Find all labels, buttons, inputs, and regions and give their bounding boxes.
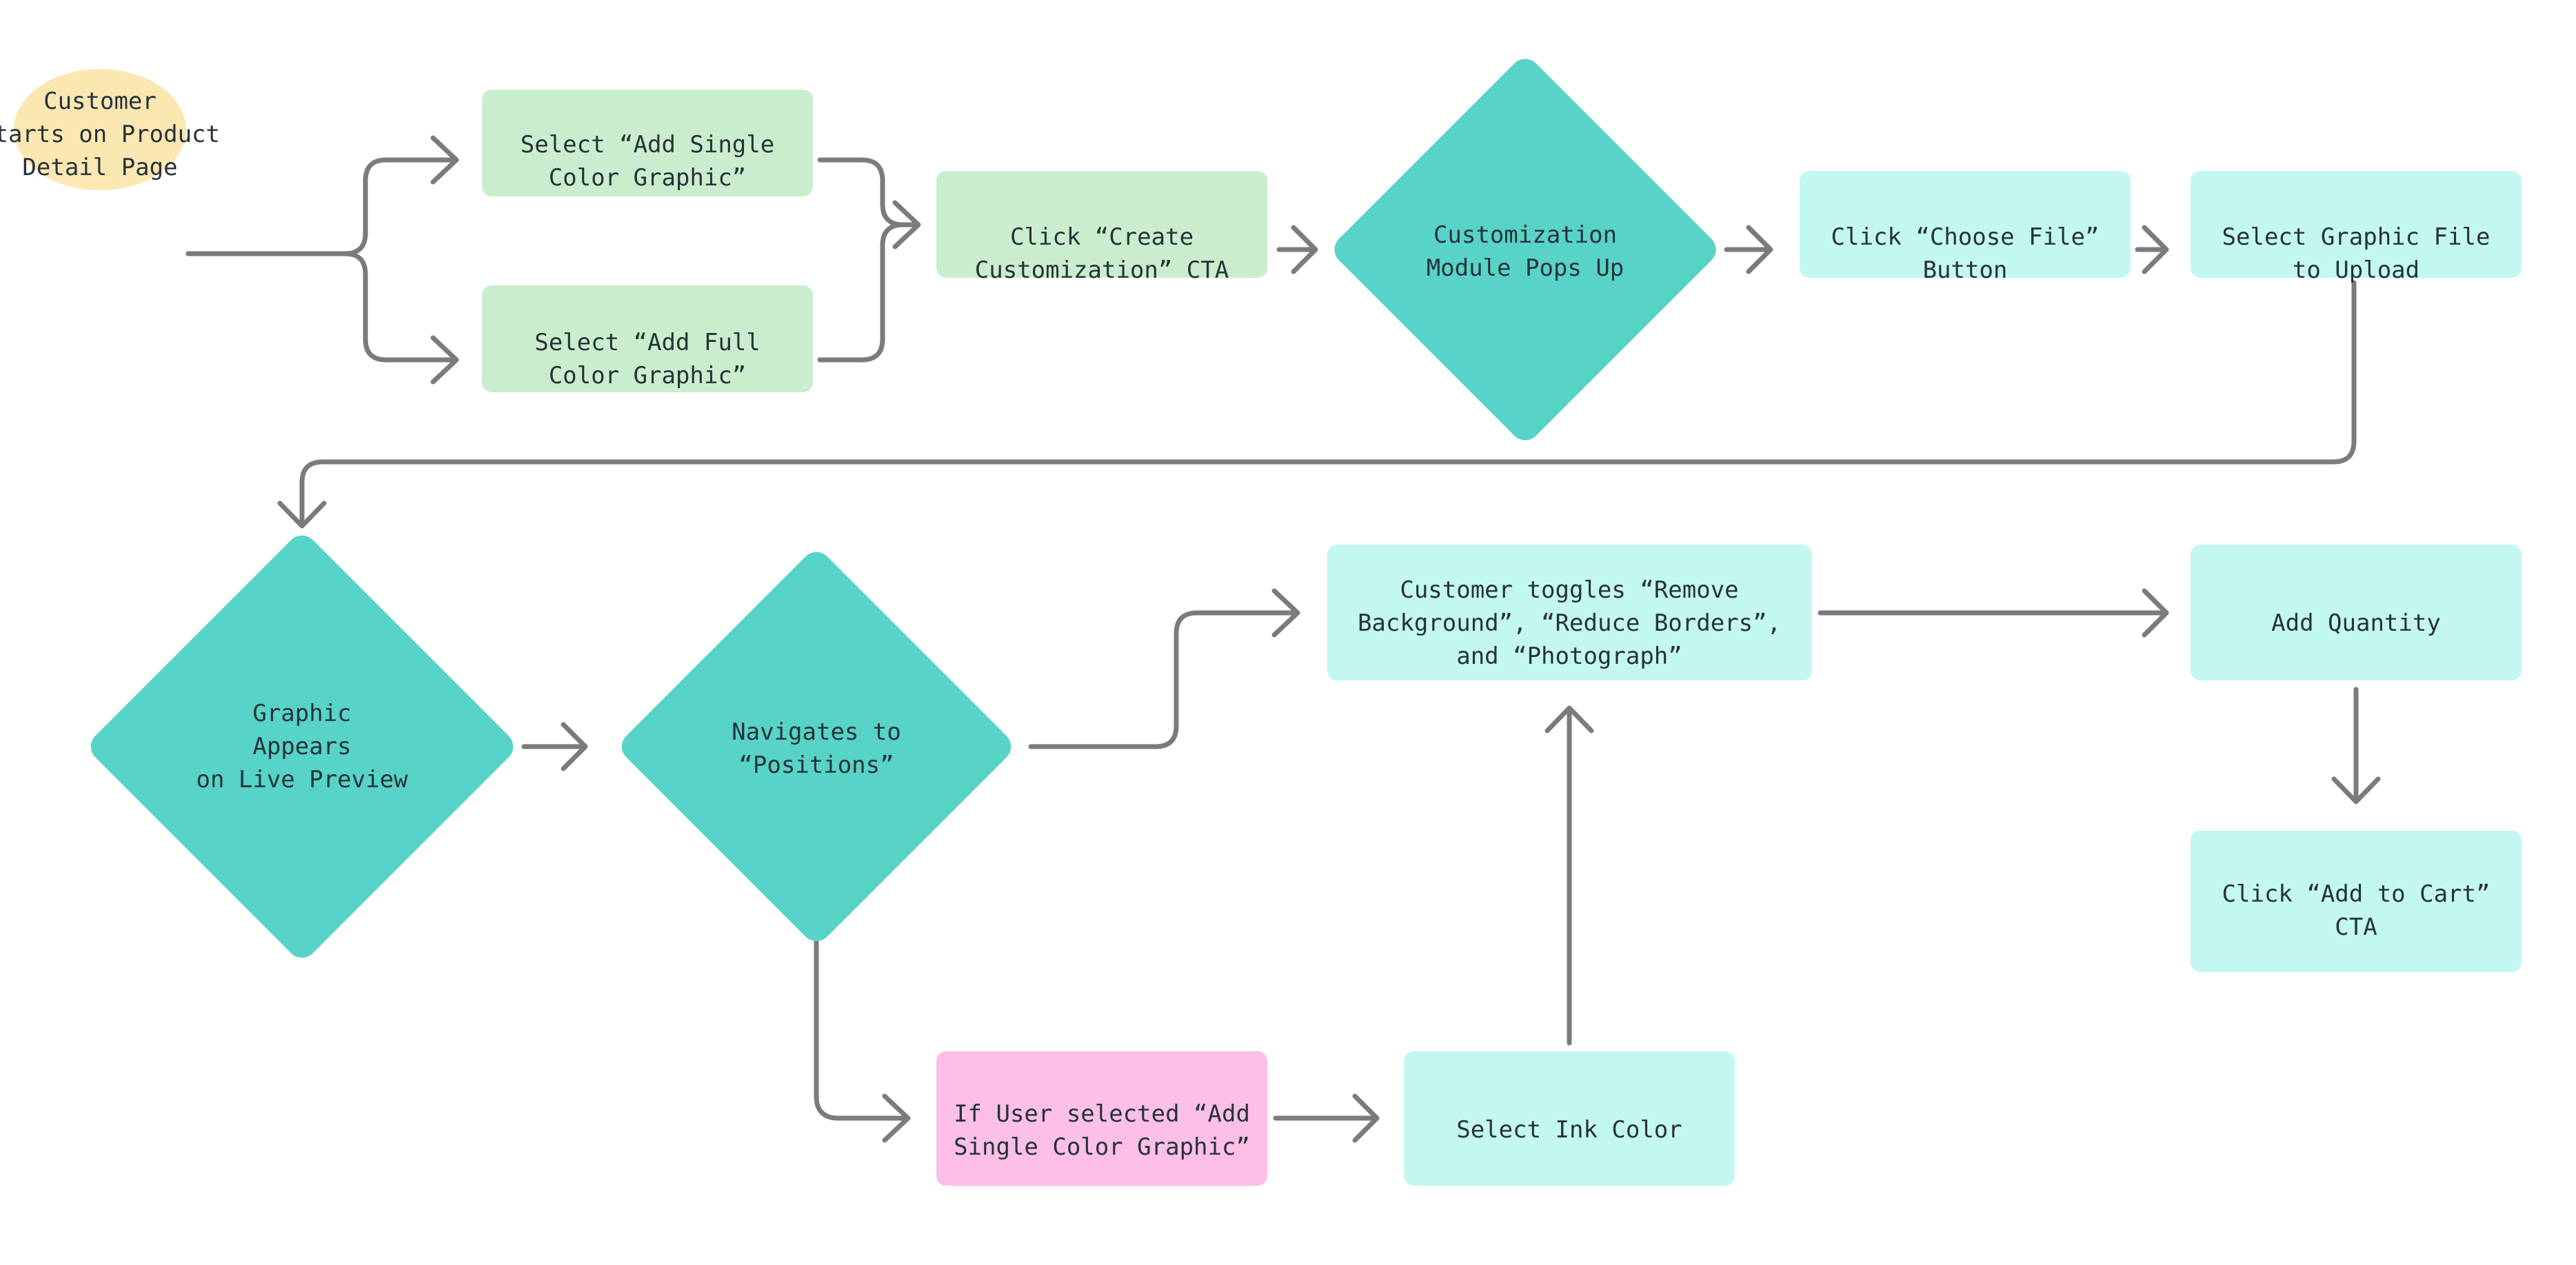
node-label-line: Background”, “Reduce Borders”,: [1358, 609, 1781, 637]
node-label-line: Appears: [252, 733, 351, 760]
node-if-user-selected-add-single-color-graphic[interactable]: If User selected “Add Single Color Graph…: [936, 1051, 1267, 1186]
nodes-layer: Customer Starts on Product Detail Page S…: [0, 52, 2522, 1186]
node-rect-shape: [936, 171, 1267, 278]
node-add-quantity[interactable]: Add Quantity: [2191, 545, 2522, 680]
node-select-ink-color[interactable]: Select Ink Color: [1404, 1051, 1735, 1186]
node-label-line: Color Graphic”: [549, 362, 747, 389]
node-label-line: Select “Add Single: [521, 131, 774, 159]
node-click-add-to-cart-cta[interactable]: Click “Add to Cart” CTA: [2191, 831, 2522, 972]
node-label-line: and “Photograph”: [1456, 642, 1682, 670]
node-rect-shape: [1800, 171, 2131, 278]
node-label-line: Detail Page: [22, 154, 177, 181]
node-rect-shape: [936, 1051, 1267, 1186]
node-customer-toggles-options[interactable]: Customer toggles “Remove Background”, “R…: [1327, 545, 1812, 680]
edge-module-to-choose-file: [1724, 225, 1773, 274]
node-label-line: Module Pops Up: [1427, 254, 1624, 282]
node-graphic-appears-on-live-preview[interactable]: Graphic Appears on Live Preview: [85, 529, 520, 964]
edge-navigates-to-customer-toggles: [1028, 588, 1300, 749]
edge-customer-toggles-to-add-quantity: [1818, 588, 2169, 638]
edge-full-color-to-create-customization: [817, 222, 920, 363]
node-rect-shape: [1404, 1051, 1735, 1186]
start-ellipse-shape: [14, 69, 186, 190]
node-label-line: If User selected “Add: [954, 1100, 1250, 1128]
node-label-line: Customization: [1433, 221, 1617, 249]
node-label-line: Add Quantity: [2271, 609, 2441, 637]
node-label-line: “Positions”: [738, 751, 894, 779]
node-navigates-to-positions[interactable]: Navigates to “Positions”: [616, 546, 1018, 948]
node-label-line: Select “Add Full: [534, 329, 761, 356]
edge-start-to-single-color: [185, 135, 459, 256]
node-select-add-single-color-graphic[interactable]: Select “Add Single Color Graphic”: [482, 90, 813, 196]
node-label-line: Starts on Product: [0, 121, 220, 148]
node-rect-shape: [2191, 831, 2522, 972]
node-select-graphic-file-to-upload[interactable]: Select Graphic File to Upload: [2191, 171, 2522, 284]
node-label-line: Customer toggles “Remove: [1400, 576, 1738, 604]
node-click-choose-file-button[interactable]: Click “Choose File” Button: [1800, 171, 2131, 284]
edge-select-graphic-to-graphic-appears: [277, 280, 2357, 529]
node-label-line: Navigates to: [732, 718, 901, 746]
edge-select-ink-color-to-customer-toggles: [1544, 705, 1594, 1046]
node-label-line: to Upload: [2293, 256, 2419, 284]
edge-choose-file-to-select-graphic: [2135, 225, 2169, 274]
node-rect-shape: [482, 285, 813, 392]
edge-single-color-to-create-customization: [817, 157, 921, 250]
node-label-line: on Live Preview: [196, 766, 408, 793]
node-customer-starts-on-product-detail-page[interactable]: Customer Starts on Product Detail Page: [0, 69, 220, 190]
node-label-line: Single Color Graphic”: [954, 1133, 1250, 1161]
edge-navigates-to-if-single-color: [814, 928, 911, 1143]
node-rect-shape: [482, 90, 813, 196]
edge-graphic-appears-to-navigates: [521, 722, 588, 771]
node-rect-shape: [2191, 545, 2522, 680]
node-label-line: Click “Add to Cart”: [2222, 880, 2491, 908]
edge-start-to-full-color: [185, 251, 459, 385]
edge-add-quantity-to-add-to-cart: [2331, 687, 2381, 804]
node-diamond-shape: [621, 551, 1012, 942]
node-click-create-customization-cta[interactable]: Click “Create Customization” CTA: [936, 171, 1267, 284]
edges-layer: [185, 135, 2381, 1143]
node-label-line: Customization” CTA: [975, 256, 1229, 284]
node-label-line: Select Ink Color: [1456, 1116, 1682, 1144]
node-label-line: Customer: [43, 88, 157, 115]
node-rect-shape: [2191, 171, 2522, 278]
node-label-line: Color Graphic”: [549, 164, 747, 192]
node-rect-shape: [1327, 545, 1812, 680]
node-label-line: CTA: [2335, 913, 2377, 941]
node-label-line: Click “Choose File”: [1831, 223, 2100, 251]
node-diamond-shape: [1334, 59, 1716, 441]
edge-if-single-color-to-select-ink-color: [1273, 1093, 1380, 1143]
node-select-add-full-color-graphic[interactable]: Select “Add Full Color Graphic”: [482, 285, 813, 392]
edge-create-customization-to-module: [1276, 225, 1318, 274]
node-label-line: Select Graphic File: [2222, 223, 2491, 251]
node-diamond-shape: [90, 535, 514, 958]
node-label-line: Button: [1923, 256, 2008, 284]
node-label-line: Click “Create: [1010, 223, 1194, 251]
node-label-line: Graphic: [252, 700, 351, 727]
node-customization-module-pops-up[interactable]: Customization Module Pops Up: [1328, 52, 1722, 446]
